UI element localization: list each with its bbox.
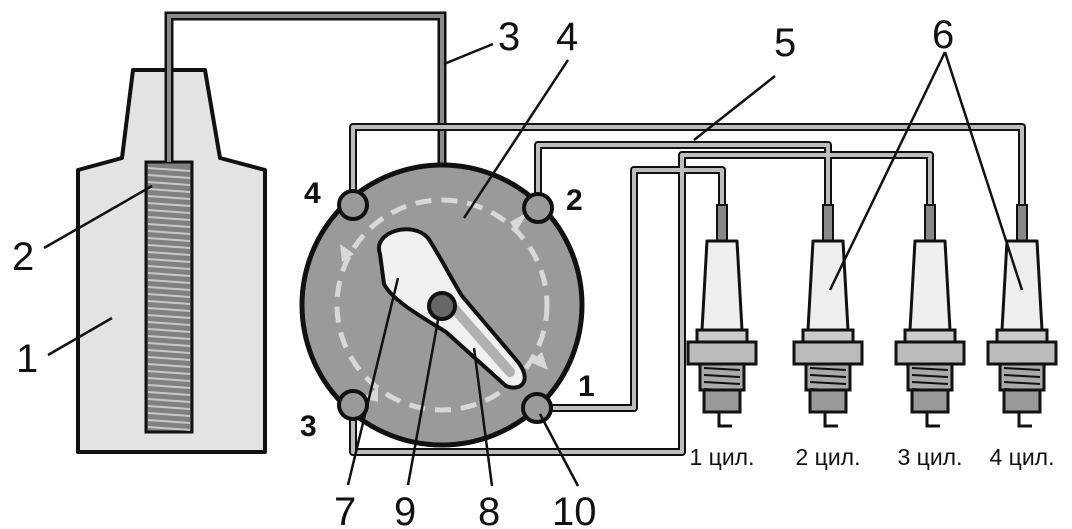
cylinder-label-1: 1 цил. (689, 444, 754, 470)
terminal-3 (337, 389, 369, 421)
lead-terminal-3-to-cyl-3 (351, 153, 932, 454)
leader-4 (462, 59, 570, 219)
spark-plug-leads (349, 123, 1026, 456)
leader-3 (443, 42, 494, 66)
center-electrode (427, 291, 457, 321)
distributor: 4 2 1 3 (299, 162, 595, 448)
spark-plug-icon (792, 204, 864, 428)
callout-7: 7 (334, 490, 356, 529)
leader-7 (346, 277, 400, 486)
leader-6b (943, 51, 1024, 291)
callout-10: 10 (552, 490, 597, 529)
lead-terminal-4-to-cyl-4 (351, 125, 1024, 210)
leader-9 (406, 319, 440, 486)
ignition-coil (76, 68, 267, 454)
callout-3: 3 (498, 15, 520, 59)
cylinder-label-3: 3 цил. (897, 444, 962, 470)
leader-2 (43, 184, 153, 250)
rotor-contact-strip (447, 301, 515, 377)
callout-9: 9 (394, 490, 416, 529)
cylinder-label-2: 2 цил. (795, 444, 860, 470)
leader-lines (43, 42, 1024, 487)
callout-2: 2 (12, 235, 34, 279)
callout-6: 6 (932, 13, 954, 57)
leader-10 (538, 413, 580, 487)
terminal-1 (521, 392, 553, 424)
cylinder-labels: 1 цил. 2 цил. 3 цил. 4 цил. (689, 444, 1054, 470)
spark-plugs (686, 204, 1058, 428)
leader-5 (693, 75, 776, 141)
cylinder-label-4: 4 цил. (989, 444, 1054, 470)
terminal-label-2: 2 (566, 184, 583, 217)
distributor-terminals (337, 189, 554, 424)
rotation-arrow-icon (334, 197, 550, 413)
spark-plug-icon (986, 204, 1058, 428)
terminal-label-3: 3 (300, 410, 317, 443)
callout-5: 5 (774, 21, 796, 65)
terminal-label-4: 4 (304, 177, 321, 210)
leader-8 (472, 347, 494, 487)
terminal-4 (337, 189, 369, 221)
leader-6a (828, 51, 947, 291)
callout-8: 8 (478, 490, 500, 529)
callout-numbers: 1 2 3 4 5 6 7 9 8 10 (12, 13, 954, 529)
rotor (376, 227, 527, 390)
terminal-2 (522, 192, 554, 224)
lead-terminal-1-to-cyl-1 (537, 168, 724, 410)
callout-1: 1 (16, 337, 38, 381)
callout-4: 4 (556, 15, 578, 59)
coil-high-tension-wire-core (167, 14, 444, 308)
lead-terminal-2-to-cyl-2 (536, 143, 830, 210)
coil-winding (144, 160, 194, 434)
spark-plug-icon (686, 204, 758, 428)
terminal-label-1: 1 (578, 370, 595, 403)
spark-plug-icon (894, 204, 966, 428)
leader-1 (47, 316, 113, 357)
